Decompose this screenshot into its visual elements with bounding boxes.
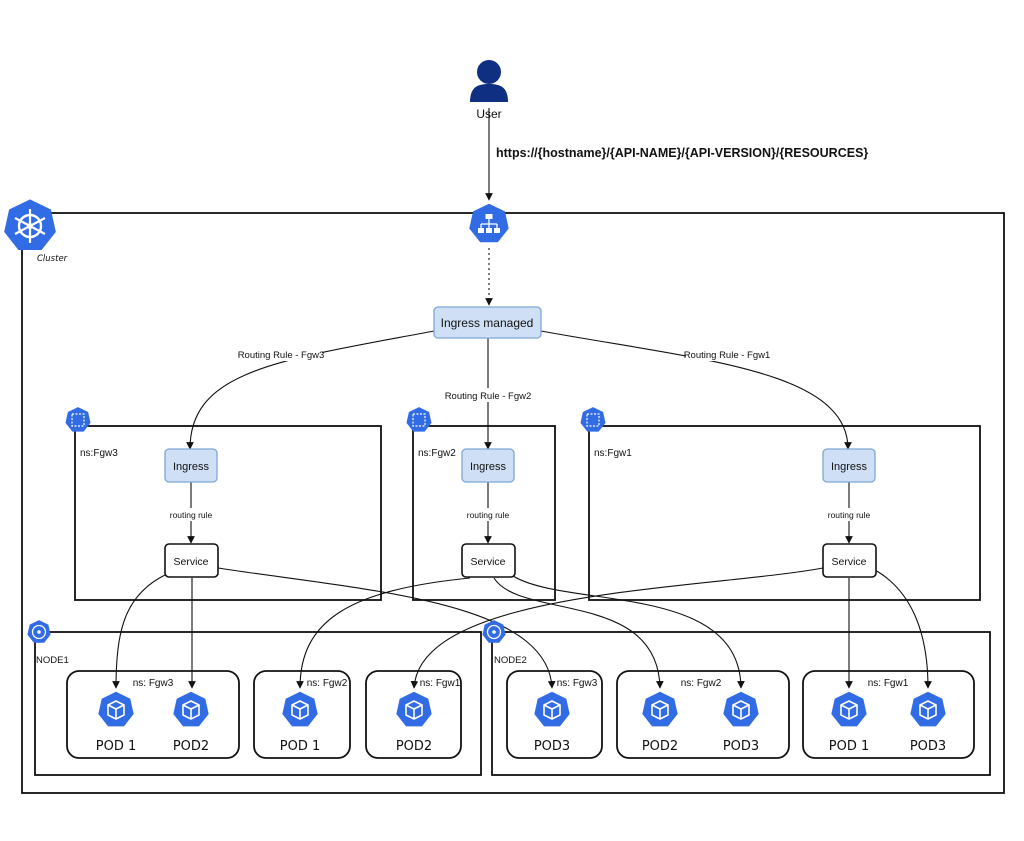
node-label-node1: NODE1: [36, 655, 69, 666]
pod-label: POD3: [723, 739, 759, 754]
edge-svc1-node2-pod3: [874, 569, 932, 689]
pod-label: POD3: [910, 739, 946, 754]
edge-svc1-node1-pod2: [410, 567, 824, 689]
ingress-label-fgw1: Ingress: [831, 461, 868, 473]
edge-svc2-node2-pod3: [509, 573, 745, 689]
pod-group-ns-label: ns: Fgw2: [307, 678, 348, 689]
namespace-icon: [65, 407, 91, 432]
pod-group-ns-label: ns: Fgw1: [420, 678, 461, 689]
pod-label: POD 1: [280, 739, 321, 754]
service-label-fgw1: Service: [831, 556, 866, 568]
namespace-frame-fgw2: [412, 425, 556, 601]
ingress-managed-box: [433, 306, 542, 339]
service-box-fgw3: [164, 543, 219, 578]
user-label: User: [476, 107, 501, 121]
pod-label: POD 1: [96, 739, 137, 754]
cluster-frame: [21, 212, 1005, 794]
kubernetes-helm-icon: [4, 199, 56, 250]
namespace-label-fgw3: ns:Fgw3: [80, 448, 118, 459]
user-icon: [470, 60, 508, 102]
edge-svc3-node2-pod3: [217, 567, 556, 689]
pod-group-ns-label: ns: Fgw2: [681, 678, 722, 689]
pod-cube-icon: [723, 691, 759, 727]
pod-cube-icon: [642, 691, 678, 727]
pod-group-ns-label: ns: Fgw3: [133, 678, 174, 689]
pod-group-node2-fgw2: [616, 670, 790, 759]
pod-cube-icon: [831, 691, 867, 727]
edge-svc3-pod1: [112, 574, 166, 689]
pod-group-node1-fgw3: [66, 670, 240, 759]
routing-rule-label-fgw3: routing rule: [170, 510, 213, 520]
pod-cube-icon: [173, 691, 209, 727]
routing-rule-fgw2-label: Routing Rule - Fgw2: [445, 391, 532, 402]
pod-group-node1-fgw1: [365, 670, 462, 759]
pod-cube-icon: [534, 691, 570, 727]
pod-group-ns-label: ns: Fgw3: [557, 678, 598, 689]
pod-label: POD2: [642, 739, 678, 754]
service-label-fgw2: Service: [470, 556, 505, 568]
edge-svc2-node1-pod1: [296, 577, 471, 689]
namespace-icon: [580, 407, 606, 432]
routing-rule-label-fgw1: routing rule: [828, 510, 871, 520]
pod-group-node2-fgw1: [802, 670, 975, 759]
node-icon: [27, 620, 51, 643]
ingress-box-fgw3: [164, 448, 218, 483]
pod-label: POD2: [173, 739, 209, 754]
namespace-frame-fgw3: [74, 425, 382, 601]
node-frame-node1: [34, 631, 482, 776]
pod-cube-icon: [282, 691, 318, 727]
service-box-fgw2: [461, 543, 516, 578]
pod-cube-icon: [98, 691, 134, 727]
pod-group-node1-fgw2: [253, 670, 351, 759]
ingress-box-fgw1: [822, 448, 876, 483]
pod-group-ns-label: ns: Fgw1: [868, 678, 909, 689]
cluster-label: Cluster: [37, 254, 68, 264]
namespace-label-fgw2: ns:Fgw2: [418, 448, 456, 459]
namespace-frame-fgw1: [588, 425, 981, 601]
ingress-label-fgw2: Ingress: [470, 461, 507, 473]
routing-rule-fgw1-label: Routing Rule - Fgw1: [684, 350, 771, 361]
ingress-box-fgw2: [461, 448, 515, 483]
pod-label: POD2: [396, 739, 432, 754]
pod-label: POD3: [534, 739, 570, 754]
request-url: https://{hostname}/{API-NAME}/{API-VERSI…: [496, 146, 868, 160]
service-box-fgw1: [822, 543, 877, 578]
node-icon: [482, 620, 506, 643]
edge-svc2-node2-pod2: [493, 577, 664, 689]
namespace-icon: [406, 407, 432, 432]
pod-cube-icon: [396, 691, 432, 727]
pod-label: POD 1: [829, 739, 870, 754]
service-label-fgw3: Service: [173, 556, 208, 568]
routing-rule-fgw3-label: Routing Rule - Fgw3: [238, 350, 325, 361]
load-balancer-icon: [469, 203, 509, 243]
node-frame-node2: [491, 631, 991, 776]
ingress-managed-label: Ingress managed: [441, 316, 534, 330]
pod-cube-icon: [910, 691, 946, 727]
edge-routing-fgw1: [540, 330, 852, 450]
routing-rule-label-fgw2: routing rule: [467, 510, 510, 520]
edge-routing-fgw3: [186, 330, 435, 450]
ingress-label-fgw3: Ingress: [173, 461, 210, 473]
namespace-label-fgw1: ns:Fgw1: [594, 448, 632, 459]
pod-group-node2-fgw3: [506, 670, 603, 759]
node-label-node2: NODE2: [494, 655, 527, 666]
